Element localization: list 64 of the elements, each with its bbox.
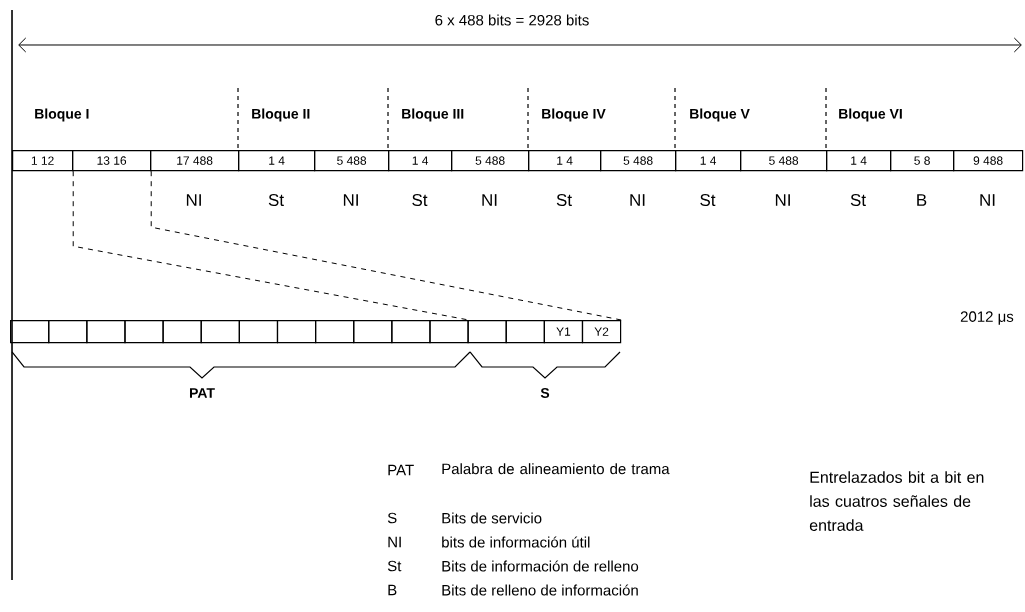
bit-field-cell: 9 488 — [953, 150, 1024, 172]
bit-cell — [10, 320, 50, 344]
bit-cell — [238, 320, 279, 344]
bit-cell: Y1 — [543, 320, 584, 344]
abbreviation: St — [387, 560, 402, 572]
duration-label: 2012 μs — [960, 311, 1014, 325]
brace-label: S — [540, 388, 550, 398]
bit-cell — [315, 320, 355, 344]
field-type-label: NI — [775, 194, 790, 206]
abbreviation-description: Bits de servicio — [442, 512, 542, 524]
block-heading: Bloque V — [690, 108, 750, 122]
bit-field-cell: 5 488 — [600, 150, 677, 172]
block-heading: Bloque IV — [542, 108, 606, 122]
block-heading: Bloque III — [402, 108, 464, 122]
projection-line — [150, 170, 622, 321]
bit-field-cell: 5 488 — [740, 150, 828, 172]
bit-field-cell: 1 4 — [675, 150, 742, 172]
field-type-label: St — [700, 193, 716, 206]
field-type-label: St — [412, 193, 428, 206]
bit-field-cell: 17 488 — [150, 150, 240, 172]
field-type-label: NI — [630, 194, 645, 206]
bit-field-cell: 1 4 — [388, 150, 453, 172]
abbreviation-description: bits de información útil — [442, 536, 590, 548]
field-type-label: NI — [343, 194, 358, 206]
block-heading: Bloque I — [35, 108, 89, 122]
abbreviation: B — [388, 584, 397, 596]
bit-cell — [86, 320, 126, 344]
bit-field-cell: 1 12 — [12, 150, 74, 172]
abbreviation-description: Bits de relleno de información — [442, 584, 638, 596]
field-type-label: St — [268, 193, 284, 206]
bit-cell: Y2 — [581, 320, 622, 344]
bit-field-cell: 5 488 — [314, 150, 390, 172]
dimension-label: 6 x 488 bits = 2928 bits — [435, 14, 589, 26]
field-type-label: St — [556, 193, 572, 206]
field-type-label: B — [917, 194, 927, 206]
abbreviation-description: Bits de información de relleno — [442, 560, 639, 572]
bit-field-cell: 5 8 — [890, 150, 955, 172]
bit-cell — [162, 320, 202, 344]
block-heading: Bloque VI — [839, 108, 902, 122]
bit-field-cell: 1 4 — [238, 150, 316, 172]
bit-field-cell: 1 4 — [826, 150, 892, 172]
abbreviation: PAT — [388, 464, 414, 476]
abbreviation-description: Palabra de alineamiento de trama — [442, 463, 670, 475]
bit-cell — [353, 320, 393, 344]
bit-cell — [124, 320, 164, 344]
brace-label: PAT — [190, 388, 215, 398]
bit-cell — [505, 320, 545, 344]
block-heading: Bloque II — [252, 108, 310, 122]
bit-field-cell: 13 16 — [72, 150, 152, 172]
field-type-label: NI — [980, 194, 995, 206]
field-type-label: NI — [186, 194, 201, 206]
bit-field-cell: 1 4 — [528, 150, 602, 172]
bit-cell — [391, 320, 431, 344]
bit-cell — [429, 320, 469, 344]
field-type-label: NI — [482, 194, 497, 206]
abbreviation: NI — [388, 536, 401, 548]
bit-cell — [276, 320, 317, 344]
bit-cell — [48, 320, 88, 344]
bit-cell — [200, 320, 240, 344]
field-type-label: St — [850, 193, 866, 206]
bit-cell — [467, 320, 507, 344]
bit-field-cell: 5 488 — [451, 150, 530, 172]
note: Entrelazados bit a bit en las cuatros señales de entrada — [809, 471, 984, 531]
abbreviation: S — [387, 512, 397, 524]
